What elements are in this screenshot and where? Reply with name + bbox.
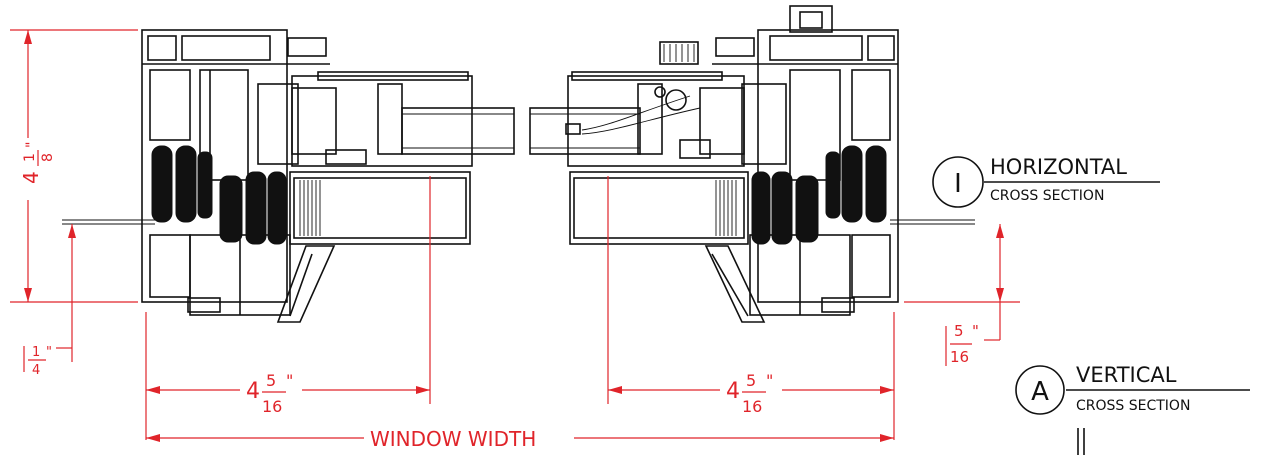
right-offset-numerator: 5 [954,322,964,340]
right-offset-unit: " [972,322,979,340]
callout-horizontal: I HORIZONTAL CROSS SECTION [932,155,1160,208]
right-glass-hatch [715,180,737,236]
overall-height-label: 4 1 8 " [19,142,56,184]
callout-horizontal-subtitle: CROSS SECTION [990,188,1104,204]
dimension-right-offset [904,224,1020,340]
right-width-unit: " [766,371,773,390]
left-width-unit: " [286,371,293,390]
right-width-label: 4 5 16 " [726,371,773,416]
left-weatherstrip [151,145,287,245]
callout-horizontal-mark: I [954,169,962,199]
left-glass-hatch [299,180,321,236]
window-width-label: WINDOW WIDTH [370,427,536,451]
callout-vertical-subtitle: CROSS SECTION [1076,398,1190,414]
overall-height-unit: " [24,142,40,148]
left-frame-section [62,29,515,323]
sill-offset-label: 1 4 " [23,345,72,378]
right-offset-denominator: 16 [950,348,969,366]
right-width-whole: 4 [726,379,740,404]
left-width-whole: 4 [246,379,260,404]
left-width-numerator: 5 [266,371,276,390]
overall-height-whole: 4 [19,171,43,184]
right-width-numerator: 5 [746,371,756,390]
dimension-window-width [146,426,894,452]
callout-horizontal-title: HORIZONTAL [990,155,1127,179]
dimension-left-width [146,370,430,420]
right-frame-section [529,5,1085,455]
callout-vertical: A VERTICAL CROSS SECTION [1015,363,1250,415]
left-width-label: 4 5 16 " [246,371,293,416]
right-width-denominator: 16 [742,397,762,416]
sill-offset-denominator: 4 [32,363,40,378]
dimension-overall-height [4,29,138,303]
left-width-denominator: 16 [262,397,282,416]
callout-vertical-title: VERTICAL [1076,363,1177,387]
overall-height-denominator: 8 [40,153,56,162]
dimension-right-width [608,370,894,420]
sill-offset-numerator: 1 [32,345,40,360]
callout-vertical-mark: A [1031,377,1049,407]
dimension-left-offset [68,224,76,362]
overall-height-numerator: 1 [22,153,38,162]
dimension-extension-lines [145,176,895,440]
right-weatherstrip [751,145,887,245]
right-offset-label: 5 16 " [945,322,1000,366]
sill-offset-unit: " [46,345,52,360]
